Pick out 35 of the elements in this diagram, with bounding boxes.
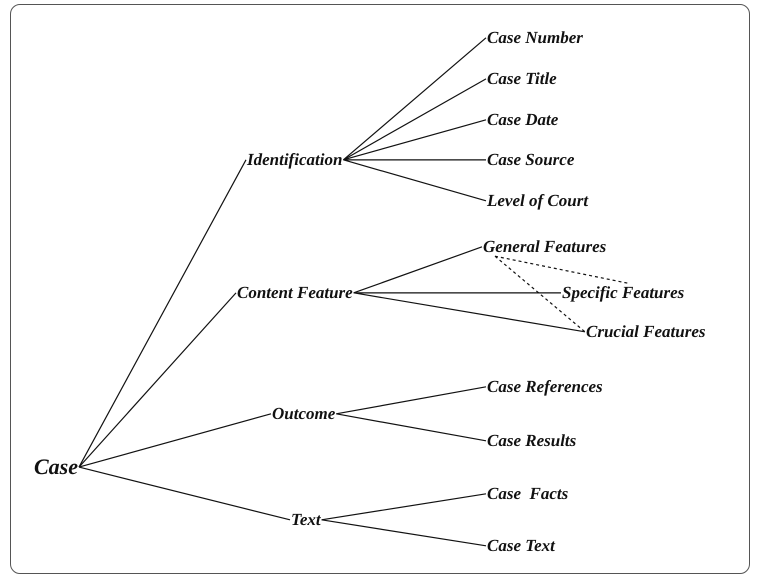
connector-line [343, 37, 486, 160]
node-label: Case Facts [487, 484, 568, 504]
dashed-connector [494, 256, 630, 284]
connector-line [322, 519, 486, 546]
connector-line [336, 386, 486, 414]
connector-line [78, 160, 247, 468]
node-label: Text [291, 510, 321, 530]
connector-line [354, 246, 482, 294]
node-label: Identification [247, 150, 342, 170]
node-label: Level of Court [487, 192, 588, 210]
node-label: Case [34, 455, 78, 480]
connector-line [336, 413, 486, 442]
connector-line [354, 292, 561, 294]
connector-line [343, 159, 486, 160]
connector-line [78, 466, 290, 520]
node-label: Content Feature [237, 284, 353, 302]
connector-line [78, 292, 236, 468]
node-label: Case Number [487, 28, 583, 48]
node-label: Crucial Features [586, 322, 706, 342]
node-label: Outcome [272, 404, 336, 424]
connector-line [343, 119, 486, 160]
dashed-connector [494, 256, 586, 332]
node-label: Case Title [487, 70, 557, 88]
node-label: Case Text [487, 536, 555, 556]
connector-line [78, 413, 272, 468]
connector-line [354, 292, 586, 332]
node-label: Case Source [487, 150, 574, 170]
node-label: Case References [487, 378, 603, 396]
connector-line [322, 493, 486, 520]
node-label: Specific Features [562, 284, 684, 302]
connector-line [343, 78, 486, 160]
node-label: General Features [483, 238, 606, 256]
connector-line [343, 159, 486, 202]
node-label: Case Results [487, 432, 576, 450]
node-label: Case Date [487, 110, 558, 130]
